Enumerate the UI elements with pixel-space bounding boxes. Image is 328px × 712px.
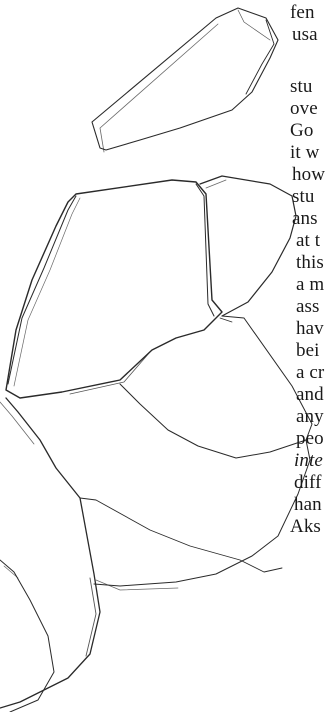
text-line-3: stu <box>290 76 312 98</box>
text-line-16: a cr <box>296 362 324 384</box>
text-line-14: hav <box>296 318 324 340</box>
text-line-18: any <box>296 406 324 428</box>
text-line-17: and <box>296 384 324 406</box>
text-line-11: this <box>296 252 324 274</box>
text-line-10: at t <box>296 230 320 252</box>
text-line-12: a m <box>296 274 324 296</box>
text-line-19: peo <box>296 428 324 450</box>
text-line-1: fen <box>290 2 315 24</box>
text-line-20: inte <box>294 450 323 472</box>
text-line-4: ove <box>290 98 318 120</box>
text-line-22: han <box>294 494 322 516</box>
text-line-21: diff <box>294 472 322 494</box>
text-line-8: stu <box>292 186 314 208</box>
text-line-2: usa <box>292 24 318 46</box>
text-line-23: Aks <box>290 516 321 538</box>
text-line-13: ass <box>296 296 320 318</box>
text-line-5: Go <box>290 120 313 142</box>
text-line-15: bei <box>296 340 320 362</box>
text-line-6: it w <box>290 142 319 164</box>
text-line-7: how <box>292 164 325 186</box>
text-line-9: ans <box>292 208 318 230</box>
